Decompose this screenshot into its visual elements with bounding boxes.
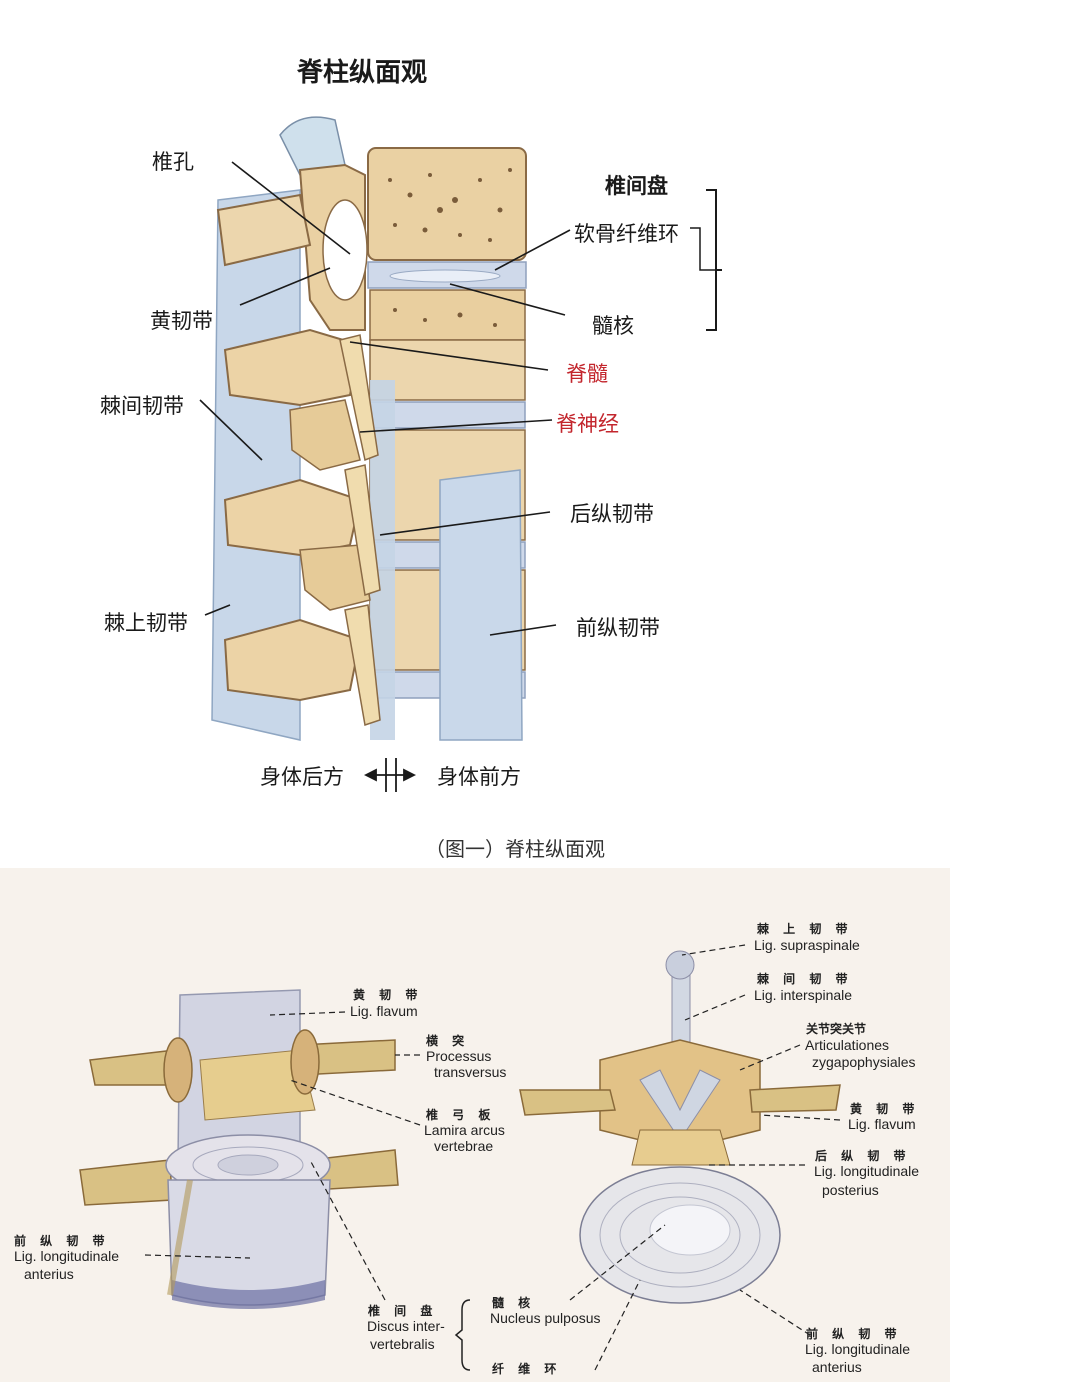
label-supraspinous-ligament: 棘上韧带 xyxy=(104,611,188,635)
direction-anterior: 身体前方 xyxy=(437,765,521,789)
figure1-title: 脊柱纵面观 xyxy=(297,58,428,88)
fig2-inter-lat: Lig. interspinale xyxy=(754,987,853,1003)
fig2-lamina-lat2: vertebrae xyxy=(434,1138,494,1154)
label-intervertebral-disc: 椎间盘 xyxy=(605,174,668,198)
fig2-ant-long-cn: 前 纵 韧 带 xyxy=(14,1234,110,1248)
fig2-supra-cn: 棘 上 韧 带 xyxy=(757,922,853,936)
label-anterior-longitudinal-ligament: 前纵韧带 xyxy=(576,616,660,640)
label-interspinous-ligament: 棘间韧带 xyxy=(100,394,184,418)
fig2-zyga-lat2: zygapophysiales xyxy=(812,1054,916,1070)
fig2-transverse-lat1: Processus xyxy=(426,1048,492,1064)
fig2-zyga-cn: 关节突关节 xyxy=(806,1022,867,1036)
label-vertebral-foramen: 椎孔 xyxy=(152,150,194,174)
fig2-lamina-lat1: Lamira arcus xyxy=(424,1122,505,1138)
fig2-flavum-cn: 黄 韧 带 xyxy=(353,988,423,1002)
label-spinal-nerve: 脊神经 xyxy=(556,412,619,436)
label-posterior-longitudinal-ligament: 后纵韧带 xyxy=(570,502,654,526)
fig2-disc-lat2: vertebralis xyxy=(370,1336,435,1352)
fig2-nucleus-cn: 髓 核 xyxy=(492,1296,536,1310)
fig2-annulus-cn: 纤 维 环 xyxy=(492,1362,562,1376)
fig2-post-long-cn: 后 纵 韧 带 xyxy=(815,1149,911,1163)
fig2-transverse-cn: 横 突 xyxy=(426,1034,470,1048)
fig2-ant-long2-lat1: Lig. longitudinale xyxy=(805,1341,911,1357)
fig2-post-long-lat1: Lig. longitudinale xyxy=(814,1163,920,1179)
fig2-ant-long2-cn: 前 纵 韧 带 xyxy=(806,1327,902,1341)
fig2-zyga-lat1: Articulationes xyxy=(805,1037,890,1053)
fig2-flavum2-cn: 黄 韧 带 xyxy=(850,1102,920,1116)
fig2-inter-cn: 棘 间 韧 带 xyxy=(757,972,853,986)
fig2-ant-long2-lat2: anterius xyxy=(812,1359,862,1375)
fig2-disc-lat1: Discus inter- xyxy=(367,1318,445,1334)
figure1-caption: （图一）脊柱纵面观 xyxy=(425,837,605,861)
figure2-artwork xyxy=(0,868,950,1382)
fig2-nucleus-lat: Nucleus pulposus xyxy=(490,1310,601,1326)
fig2-ant-long-lat2: anterius xyxy=(24,1266,74,1282)
direction-posterior: 身体后方 xyxy=(260,765,344,789)
label-ligamentum-flavum: 黄韧带 xyxy=(150,309,213,333)
figure1-artwork xyxy=(199,116,722,792)
label-annulus-fibrosus: 软骨纤维环 xyxy=(574,222,679,246)
fig2-flavum2-lat: Lig. flavum xyxy=(848,1116,916,1132)
fig2-ant-long-lat1: Lig. longitudinale xyxy=(14,1248,120,1264)
fig2-supra-lat: Lig. supraspinale xyxy=(754,937,860,953)
label-spinal-cord: 脊髓 xyxy=(566,362,608,386)
fig2-flavum-lat: Lig. flavum xyxy=(350,1003,418,1019)
fig2-post-long-lat2: posterius xyxy=(822,1182,879,1198)
fig2-transverse-lat2: transversus xyxy=(434,1064,507,1080)
fig2-lamina-cn: 椎 弓 板 xyxy=(426,1108,496,1122)
fig2-disc-cn: 椎 间 盘 xyxy=(368,1304,438,1318)
label-nucleus-pulposus: 髓核 xyxy=(592,314,634,338)
